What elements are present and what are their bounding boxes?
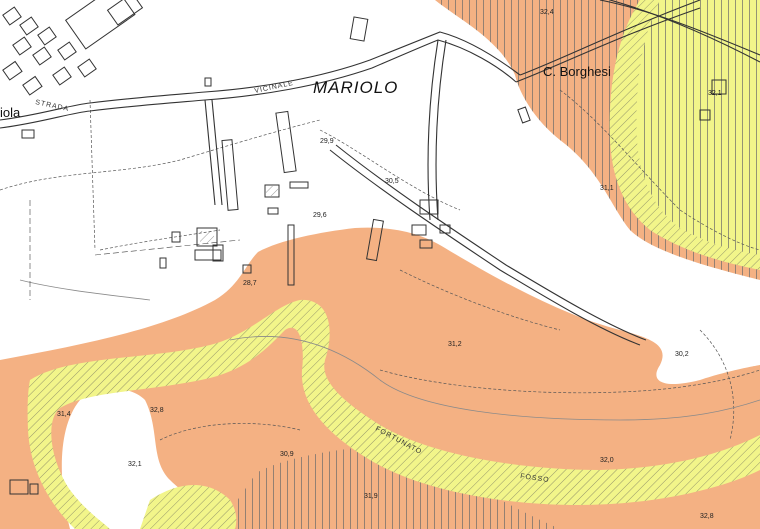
road-vertical-left (204, 99, 216, 206)
yellow-river-north-hatch (609, 0, 760, 270)
elevation-e1: 29,9 (320, 138, 334, 145)
elevation-e4: 28,7 (243, 280, 257, 287)
road-vertical-right (427, 39, 439, 221)
road-vertical-right-2 (435, 39, 447, 221)
road-vertical-left-2 (211, 99, 223, 206)
yellow-river-band-hatch (27, 299, 760, 529)
roads (0, 0, 760, 346)
elevation-e2: 30,5 (385, 178, 399, 185)
orange-zone-central (0, 227, 760, 529)
elevation-e15: 32,4 (540, 9, 554, 16)
road-diagonal-2 (335, 144, 647, 341)
road-northeast-2 (515, 7, 701, 83)
label-vicinale: VICINALE (254, 80, 294, 95)
elevation-e10: 32,1 (128, 461, 142, 468)
elevation-e13: 32,8 (700, 513, 714, 520)
elevation-e12: 31,9 (364, 493, 378, 500)
building-fills (200, 186, 278, 243)
road-strada-vicinale-upper (0, 31, 521, 121)
road-strada-vicinale-lower (0, 39, 517, 129)
elevation-e3: 29,6 (313, 212, 327, 219)
road-northeast-3 (599, 0, 760, 56)
buildings-center (9, 16, 727, 495)
elevation-e7: 32,8 (150, 407, 164, 414)
elevation-e16: 32,1 (708, 90, 722, 97)
elevation-e14: 31,1 (600, 185, 614, 192)
buildings-cluster-northwest (2, 0, 144, 96)
road-diagonal (329, 149, 641, 346)
label-iola: iola (0, 105, 21, 120)
label-c-borghesi: C. Borghesi (543, 64, 611, 79)
elevation-e5: 31,2 (448, 341, 462, 348)
elevation-e6: 30,2 (675, 351, 689, 358)
label-strada: STRADA (35, 99, 70, 113)
road-northeast (519, 0, 701, 76)
yellow-band-bottom-hatch (140, 485, 237, 529)
elevation-e11: 32,0 (600, 457, 614, 464)
label-mariolo: MARIOLO (313, 78, 398, 97)
label-fosso: FOSSO (520, 473, 550, 484)
elevation-e9: 30,9 (280, 451, 294, 458)
road-northeast-4 (609, 0, 760, 63)
contour-lines-grey (19, 279, 760, 421)
elevation-e8: 31,4 (57, 411, 71, 418)
dashed-paths (29, 200, 241, 300)
